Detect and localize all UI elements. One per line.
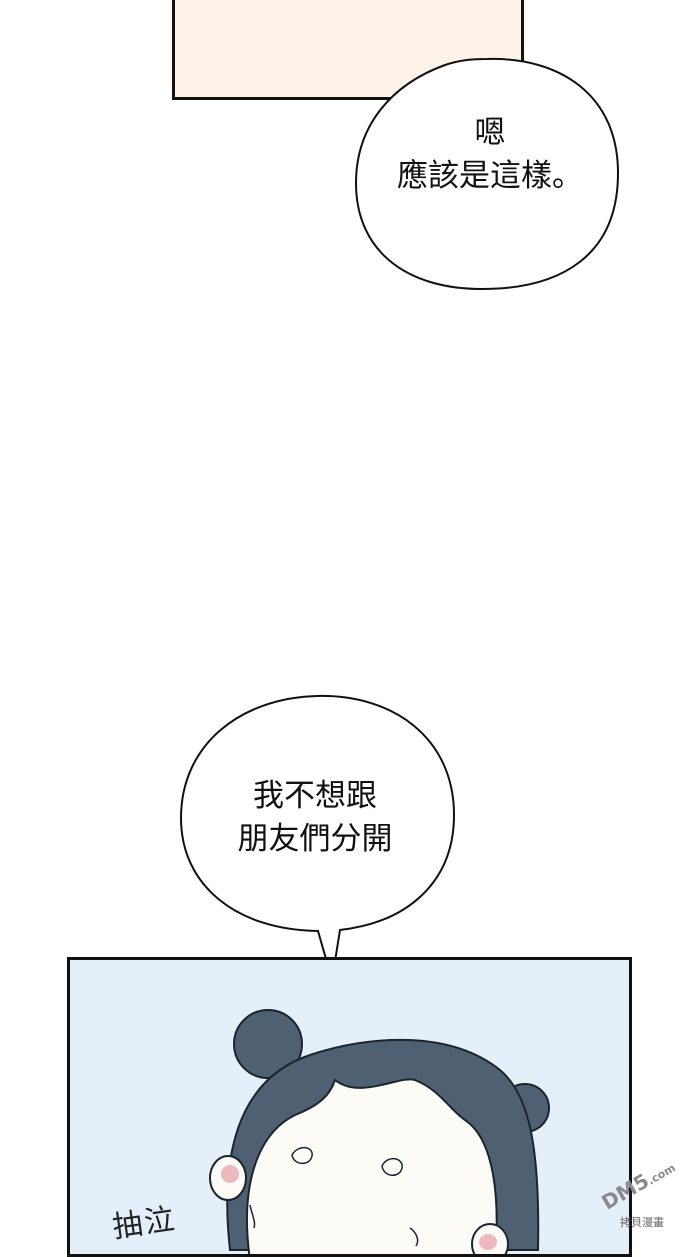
bubble-1-line-1: 嗯 <box>474 115 506 151</box>
bubble-2-line-2: 朋友們分開 <box>237 821 393 858</box>
bubble-1-text: 嗯 應該是這樣。 <box>360 112 620 199</box>
crying-girl-illustration <box>209 1009 550 1254</box>
bottom-panel <box>67 957 632 1257</box>
watermark-domain: .com <box>645 1161 678 1188</box>
speech-bubble-1 <box>354 57 620 291</box>
watermark: DM5.com 拷貝漫畫 <box>596 1150 686 1229</box>
bubble-2-line-1: 我不想跟 <box>253 778 377 814</box>
watermark-caption: 拷貝漫畫 <box>620 1216 664 1229</box>
bubble-2-text: 我不想跟 朋友們分開 <box>185 775 445 862</box>
sound-effect-sob: 抽泣 <box>110 1201 179 1246</box>
bubble-1-line-2: 應該是這樣。 <box>397 158 583 195</box>
